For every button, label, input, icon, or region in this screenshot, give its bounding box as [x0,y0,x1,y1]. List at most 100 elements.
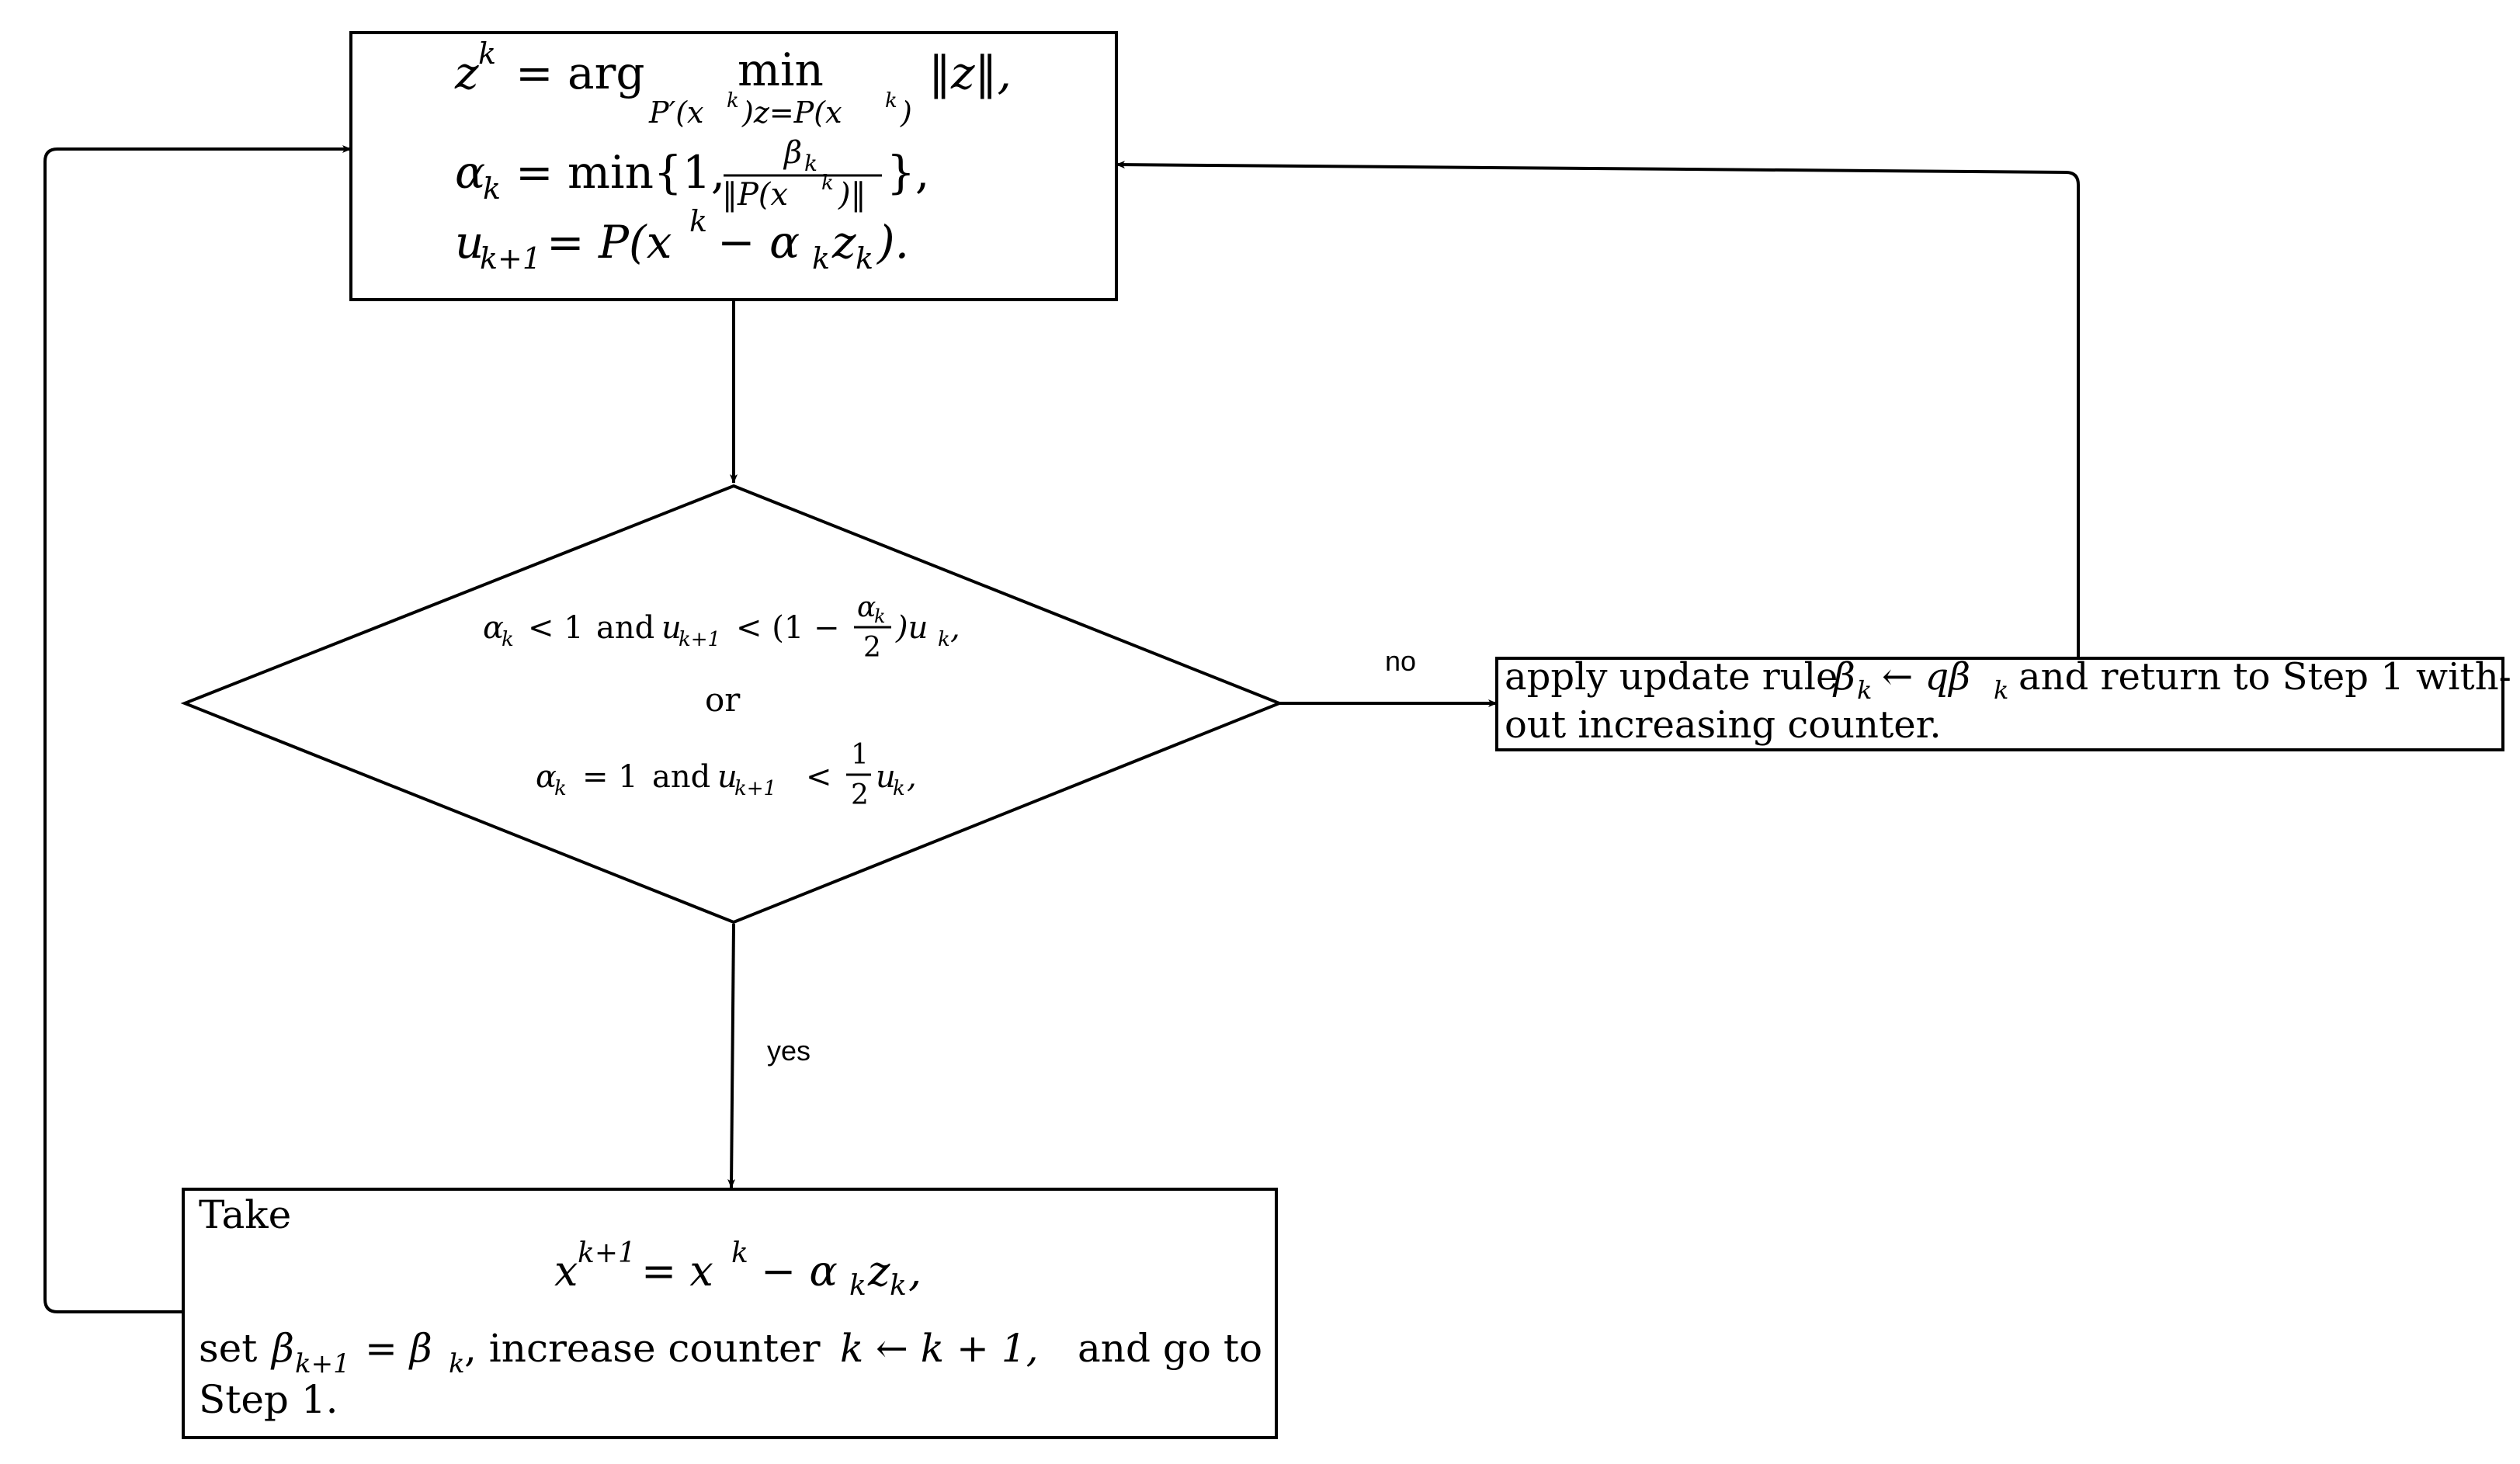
svg-text:= arg: = arg [515,47,644,99]
edge-decision-to-take [727,923,736,1188]
take-box [182,1188,1278,1439]
svg-text:,: , [907,759,917,795]
update-line2: out increasing counter. [1505,703,1942,747]
svg-text:k: k [804,151,817,176]
svg-text:2: 2 [863,632,881,664]
svg-text:k: k [449,1348,465,1379]
svg-text:u: u [661,610,682,646]
svg-text:z: z [454,47,479,99]
svg-text:k: k [727,89,739,113]
svg-text:k: k [502,628,514,651]
svg-text:k: k [874,605,886,627]
svg-text:, increase counter: , increase counter [464,1326,821,1371]
svg-text:},: }, [887,146,929,199]
svg-text:= 1: = 1 [582,759,638,795]
svg-text:k: k [938,628,950,651]
update-line1: apply update rule β k ← qβ k and return … [1505,655,2511,705]
svg-text:− α: − α [717,216,800,269]
svg-text:k: k [1857,675,1872,705]
svg-text:= x: = x [641,1247,713,1296]
svg-text:= P(x: = P(x [547,216,672,269]
svg-text:2: 2 [851,779,869,811]
svg-text:k+1: k+1 [734,777,776,800]
svg-text:,: , [908,1247,922,1296]
svg-text:k: k [885,89,897,113]
edge-update-to-step1 [1116,161,2080,657]
svg-text:k: k [689,204,707,238]
svg-text:= β: = β [365,1326,432,1371]
svg-text:x: x [554,1247,578,1296]
svg-text:min: min [738,43,824,96]
svg-text:< 1: < 1 [528,610,584,646]
svg-text:k+1: k+1 [679,628,720,651]
svg-text:z: z [831,216,856,269]
svg-text:k: k [890,1270,907,1302]
svg-text:← k + 1,: ← k + 1, [876,1326,1038,1371]
edge-label-no: no [1385,645,1416,677]
svg-text:<: < [806,759,832,795]
svg-text:← qβ: ← qβ [1882,655,1970,699]
svg-text:and: and [652,759,710,795]
svg-text:β: β [270,1326,294,1371]
svg-text:k+1: k+1 [295,1348,350,1379]
svg-text:− α: − α [761,1247,838,1296]
svg-text:)z=P(x: )z=P(x [741,95,842,130]
step1-box [349,31,1118,301]
svg-text:= min{1,: = min{1, [515,146,725,199]
edge-take-to-step1 [43,145,352,1313]
step1-line3: u k+1 = P(x k − α k z k ). [455,204,909,276]
svg-text:): ) [900,95,912,130]
step1-line1: z k = arg min P′(x k )z=P(x k ) ‖z‖, [454,36,1012,130]
svg-text:and return to Step 1 with-: and return to Step 1 with- [2018,655,2511,699]
node-take: Take x k+1 = x k − α k z k , set β k+1 =… [182,1188,1278,1439]
svg-text:k: k [554,777,567,800]
svg-text:u: u [455,216,484,269]
svg-text:k: k [483,172,501,206]
node-step1: z k = arg min P′(x k )z=P(x k ) ‖z‖, α k… [349,31,1118,301]
svg-text:1: 1 [851,739,869,771]
svg-text:,: , [950,610,960,646]
node-update: apply update rule β k ← qβ k and return … [1495,655,2511,751]
svg-text:and go to: and go to [1078,1326,1262,1371]
svg-text:)u: )u [895,610,928,646]
svg-text:k: k [821,172,834,195]
svg-text:k: k [849,1270,866,1302]
svg-text:and: and [596,610,654,646]
edges [43,145,2080,1313]
take-line4: Step 1. [199,1377,338,1422]
svg-text:u: u [876,759,896,795]
svg-text:α: α [536,759,557,795]
svg-text:z: z [867,1247,890,1296]
svg-text:k: k [731,1237,748,1269]
svg-text:)‖: )‖ [838,177,866,213]
take-equation: x k+1 = x k − α k z k , [554,1237,922,1302]
svg-text:u: u [717,759,738,795]
svg-text:‖z‖,: ‖z‖, [929,47,1012,99]
svg-text:β: β [1832,655,1855,699]
svg-text:β: β [783,135,802,171]
decision-diamond [180,484,1284,925]
update-box [1495,657,2504,751]
svg-text:< (1 −: < (1 − [736,610,840,646]
svg-text:P′(x: P′(x [648,95,703,130]
svg-text:k: k [812,241,830,276]
take-line3: set β k+1 = β k , increase counter k ← k… [199,1326,1262,1379]
svg-text:k: k [1994,675,2008,705]
svg-text:k+1: k+1 [578,1237,636,1269]
decision-condition-2: α k = 1 and u k+1 < 1 2 u k , [536,739,917,811]
decision-or: or [705,681,741,719]
take-title: Take [199,1192,291,1237]
svg-text:k: k [856,241,873,276]
svg-text:α: α [455,146,485,199]
svg-text:k: k [840,1326,863,1371]
svg-text:k: k [893,777,905,800]
edge-label-yes: yes [767,1035,810,1067]
svg-text:‖P(x: ‖P(x [722,177,788,213]
svg-text:k: k [478,36,496,71]
svg-text:set: set [199,1326,257,1371]
svg-text:k+1: k+1 [480,241,541,276]
svg-text:α: α [483,610,504,646]
svg-text:apply update rule: apply update rule [1505,655,1838,699]
node-decision: α k < 1 and u k+1 < (1 − α k 2 )u k , or… [180,484,1284,925]
